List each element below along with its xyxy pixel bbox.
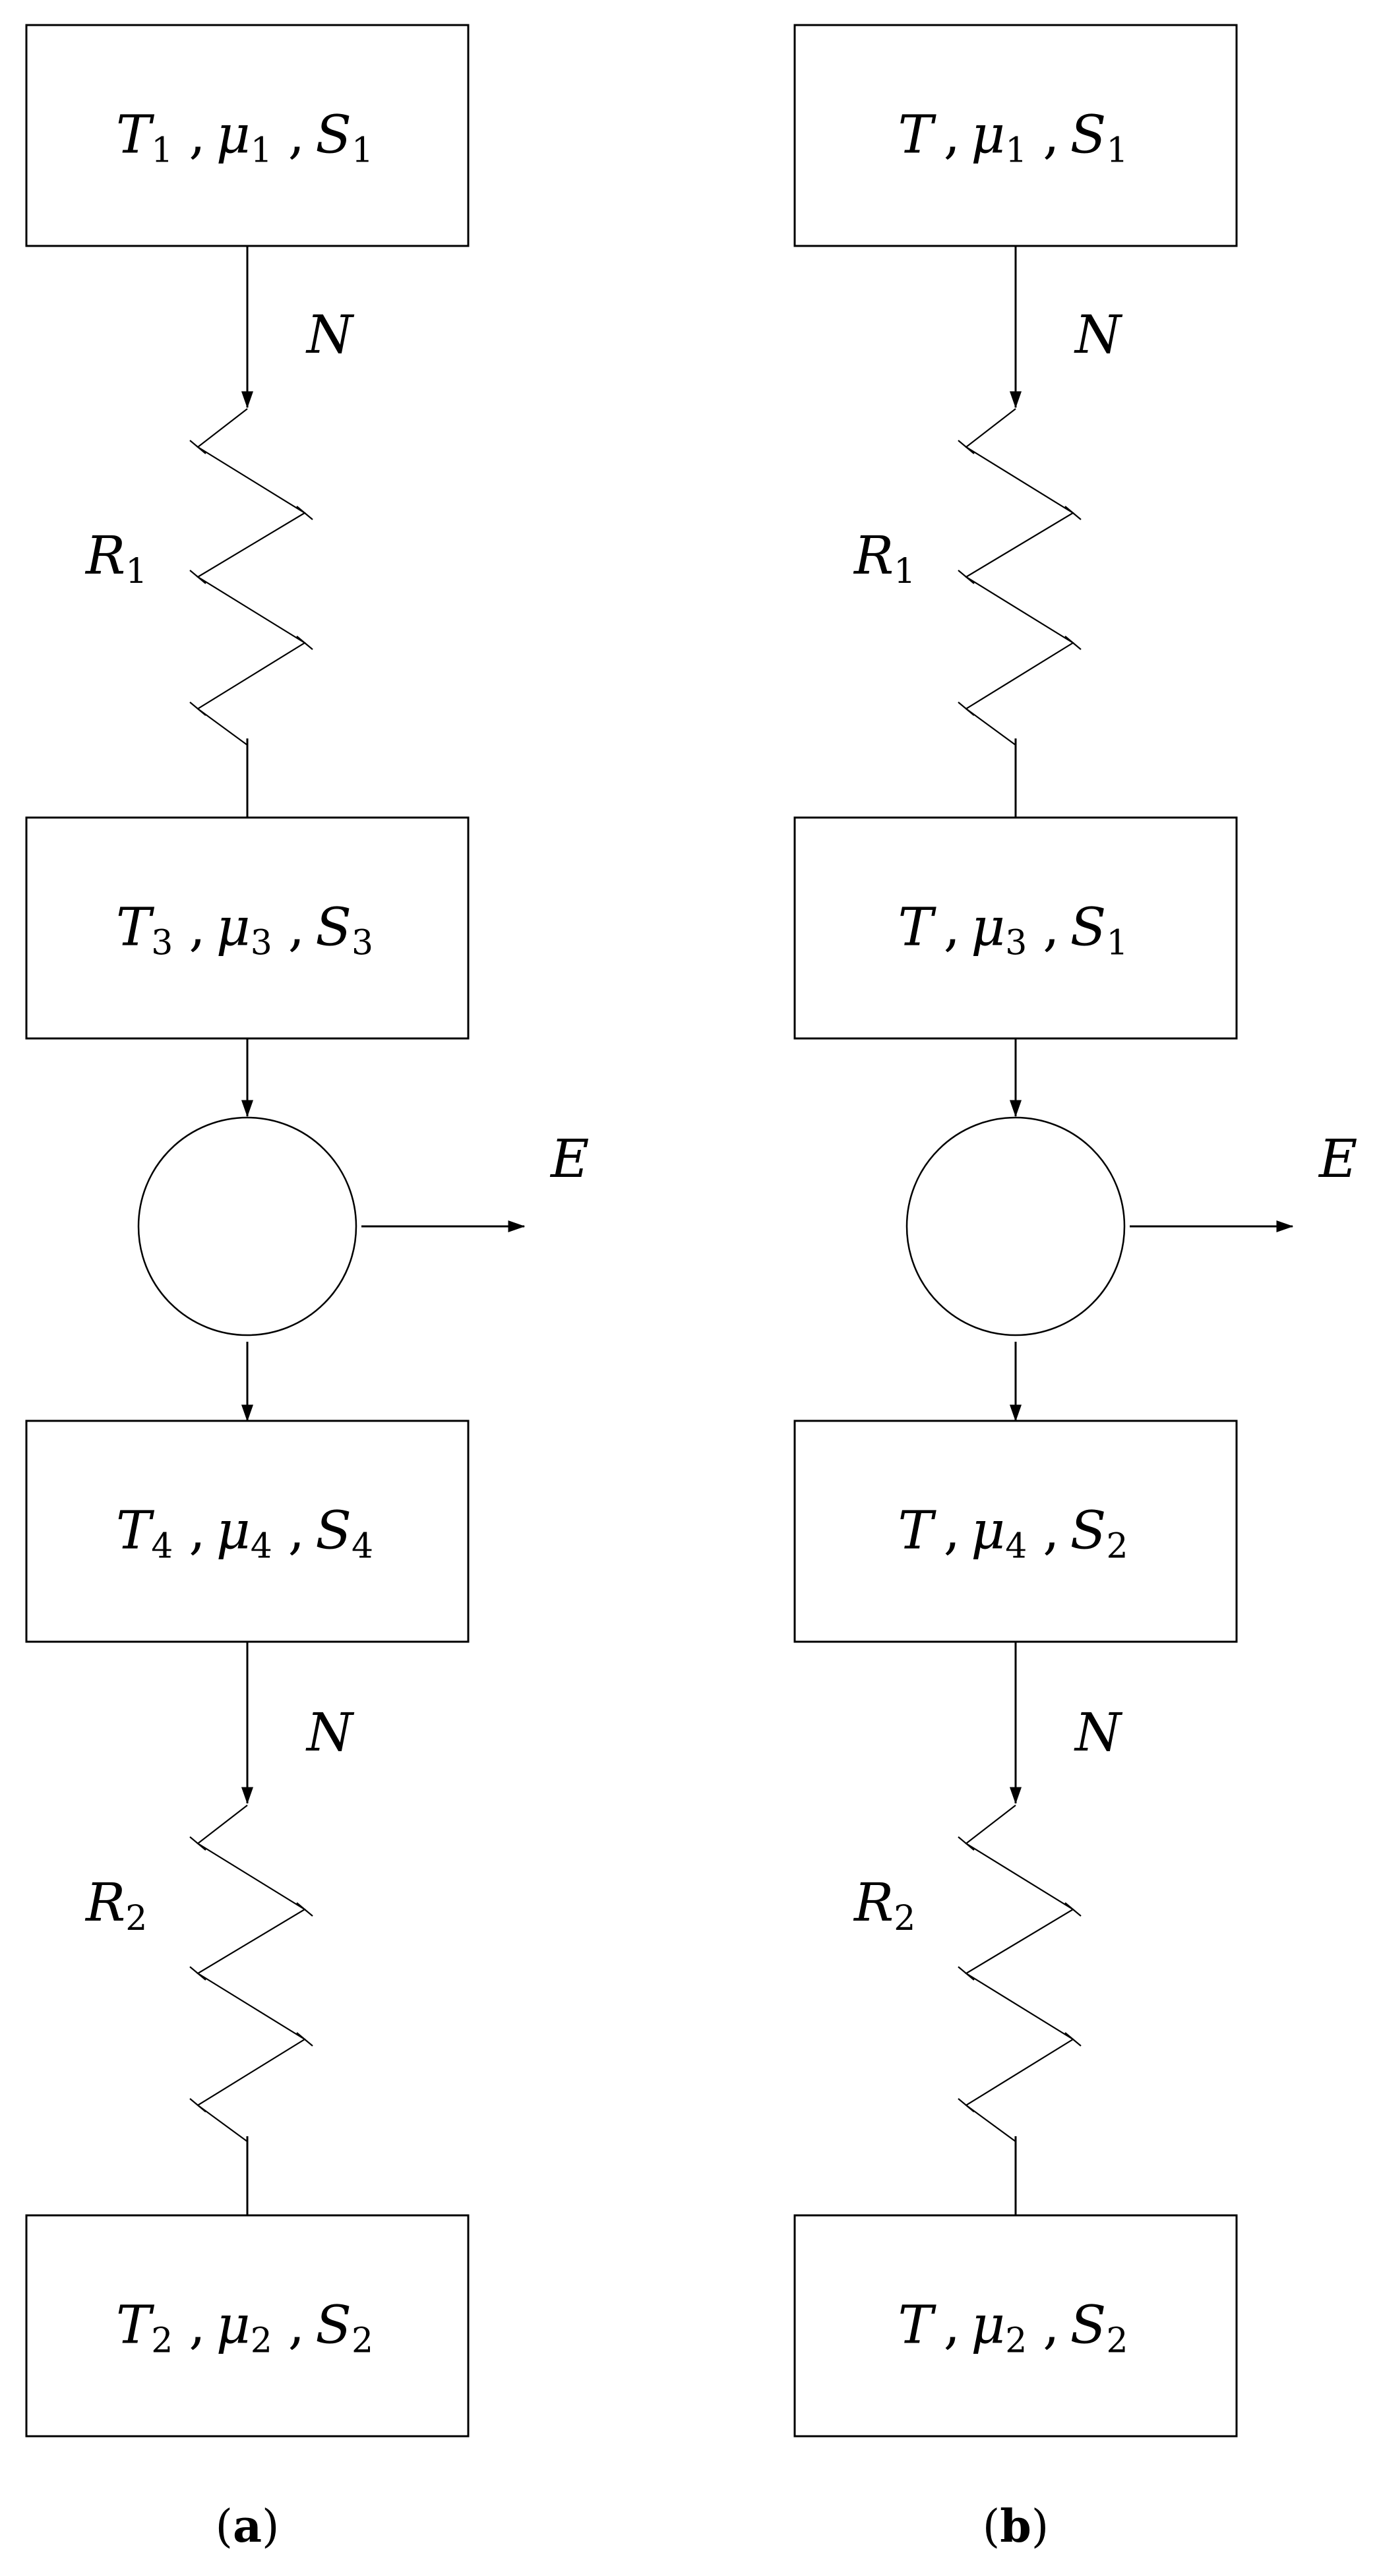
box-frame (793, 1420, 1238, 1643)
state-variable: S (315, 1500, 352, 1561)
panel-caption: (a) (215, 2500, 279, 2553)
reservoir-2-box: T , μ2 , S2 (793, 2214, 1238, 2438)
state-subscript: 1 (251, 131, 272, 171)
state-subscript: 1 (352, 131, 373, 171)
particle-flow-label: N (1074, 304, 1123, 365)
state-variable: S (1070, 2294, 1107, 2356)
box-label: T , μ3 , S1 (898, 897, 1133, 963)
state-subscript: 1 (1106, 131, 1128, 171)
state-subscript: 2 (1106, 1527, 1128, 1567)
state-subscript: 1 (1005, 131, 1027, 171)
particle-flow-label: N (305, 1702, 355, 1763)
box-frame (793, 816, 1238, 1040)
state-subscript: 3 (352, 924, 373, 963)
state-subscript: 4 (1005, 1527, 1027, 1567)
resistor-zigzag (958, 1805, 1082, 2142)
state-variable: S (1070, 1500, 1107, 1561)
state-variable: S (1070, 104, 1107, 165)
box-frame (25, 1420, 470, 1643)
reservoir-3-box: T , μ3 , S1 (793, 816, 1238, 1040)
reservoir-1-box: T1 , μ1 , S1 (25, 24, 470, 247)
energy-label: E (1318, 1128, 1357, 1189)
state-subscript: 3 (251, 924, 272, 963)
state-subscript: 2 (151, 2321, 173, 2361)
box-label: T3 , μ3 , S3 (116, 897, 379, 963)
state-variable: S (315, 104, 352, 165)
state-variable: T (898, 2294, 936, 2356)
resistance-label: R1 (853, 525, 915, 591)
state-subscript: 4 (251, 1527, 272, 1567)
diagram-a: T1 , μ1 , S1 T3 , μ3 , S3 T4 , μ4 , S4 T… (25, 24, 589, 2553)
state-variable: S (315, 2294, 352, 2356)
state-variable: T (898, 104, 936, 165)
box-frame (793, 2214, 1238, 2438)
state-variable: T (116, 897, 155, 958)
state-variable: T (898, 897, 936, 958)
box-label: T4 , μ4 , S4 (116, 1500, 379, 1567)
resistance-label: R2 (853, 1872, 915, 1938)
particle-flow-label: N (1074, 1702, 1123, 1763)
box-frame (793, 24, 1238, 247)
state-subscript: 2 (251, 2321, 272, 2361)
box-frame (25, 816, 470, 1040)
state-subscript: 3 (151, 924, 173, 963)
box-label: T , μ1 , S1 (898, 104, 1133, 171)
box-label: T , μ2 , S2 (898, 2294, 1133, 2361)
particle-flow-label: N (305, 304, 355, 365)
box-frame (25, 2214, 470, 2438)
state-variable: S (315, 897, 352, 958)
reservoir-4-box: T , μ4 , S2 (793, 1420, 1238, 1643)
state-variable: S (1070, 897, 1107, 958)
energy-label: E (549, 1128, 589, 1189)
state-subscript: 1 (151, 131, 173, 171)
resistance-label: R1 (84, 525, 147, 591)
state-subscript: 2 (352, 2321, 373, 2361)
state-subscript: 2 (1106, 2321, 1128, 2361)
panel-caption: (b) (983, 2500, 1049, 2553)
box-frame (25, 24, 470, 247)
state-variable: μ (216, 897, 251, 958)
reservoir-4-box: T4 , μ4 , S4 (25, 1420, 470, 1643)
diagram-b: T , μ1 , S1 T , μ3 , S1 T , μ4 , S2 T , … (793, 24, 1357, 2553)
state-subscript: 2 (1005, 2321, 1027, 2361)
engine-circle (905, 1116, 1126, 1336)
state-variable: T (898, 1500, 936, 1561)
reservoir-2-box: T2 , μ2 , S2 (25, 2214, 470, 2438)
state-variable: μ (971, 1500, 1005, 1561)
resistance-label: R2 (84, 1872, 147, 1938)
reservoir-1-box: T , μ1 , S1 (793, 24, 1238, 247)
state-variable: μ (216, 104, 251, 165)
state-variable: μ (971, 2294, 1005, 2356)
state-variable: T (116, 1500, 155, 1561)
box-label: T1 , μ1 , S1 (116, 104, 379, 171)
resistor-zigzag (958, 408, 1082, 746)
resistor-zigzag (189, 408, 313, 746)
engine-circle (137, 1116, 357, 1336)
state-variable: T (116, 104, 155, 165)
state-variable: μ (971, 104, 1005, 165)
box-label: T2 , μ2 , S2 (116, 2294, 379, 2361)
state-variable: μ (216, 2294, 251, 2356)
state-subscript: 4 (151, 1527, 173, 1567)
reservoir-3-box: T3 , μ3 , S3 (25, 816, 470, 1040)
resistor-zigzag (189, 1805, 313, 2142)
state-subscript: 1 (1106, 924, 1128, 963)
state-variable: μ (971, 897, 1005, 958)
state-variable: μ (216, 1500, 251, 1561)
state-subscript: 3 (1005, 924, 1027, 963)
state-variable: T (116, 2294, 155, 2356)
state-subscript: 4 (352, 1527, 373, 1567)
box-label: T , μ4 , S2 (898, 1500, 1133, 1567)
